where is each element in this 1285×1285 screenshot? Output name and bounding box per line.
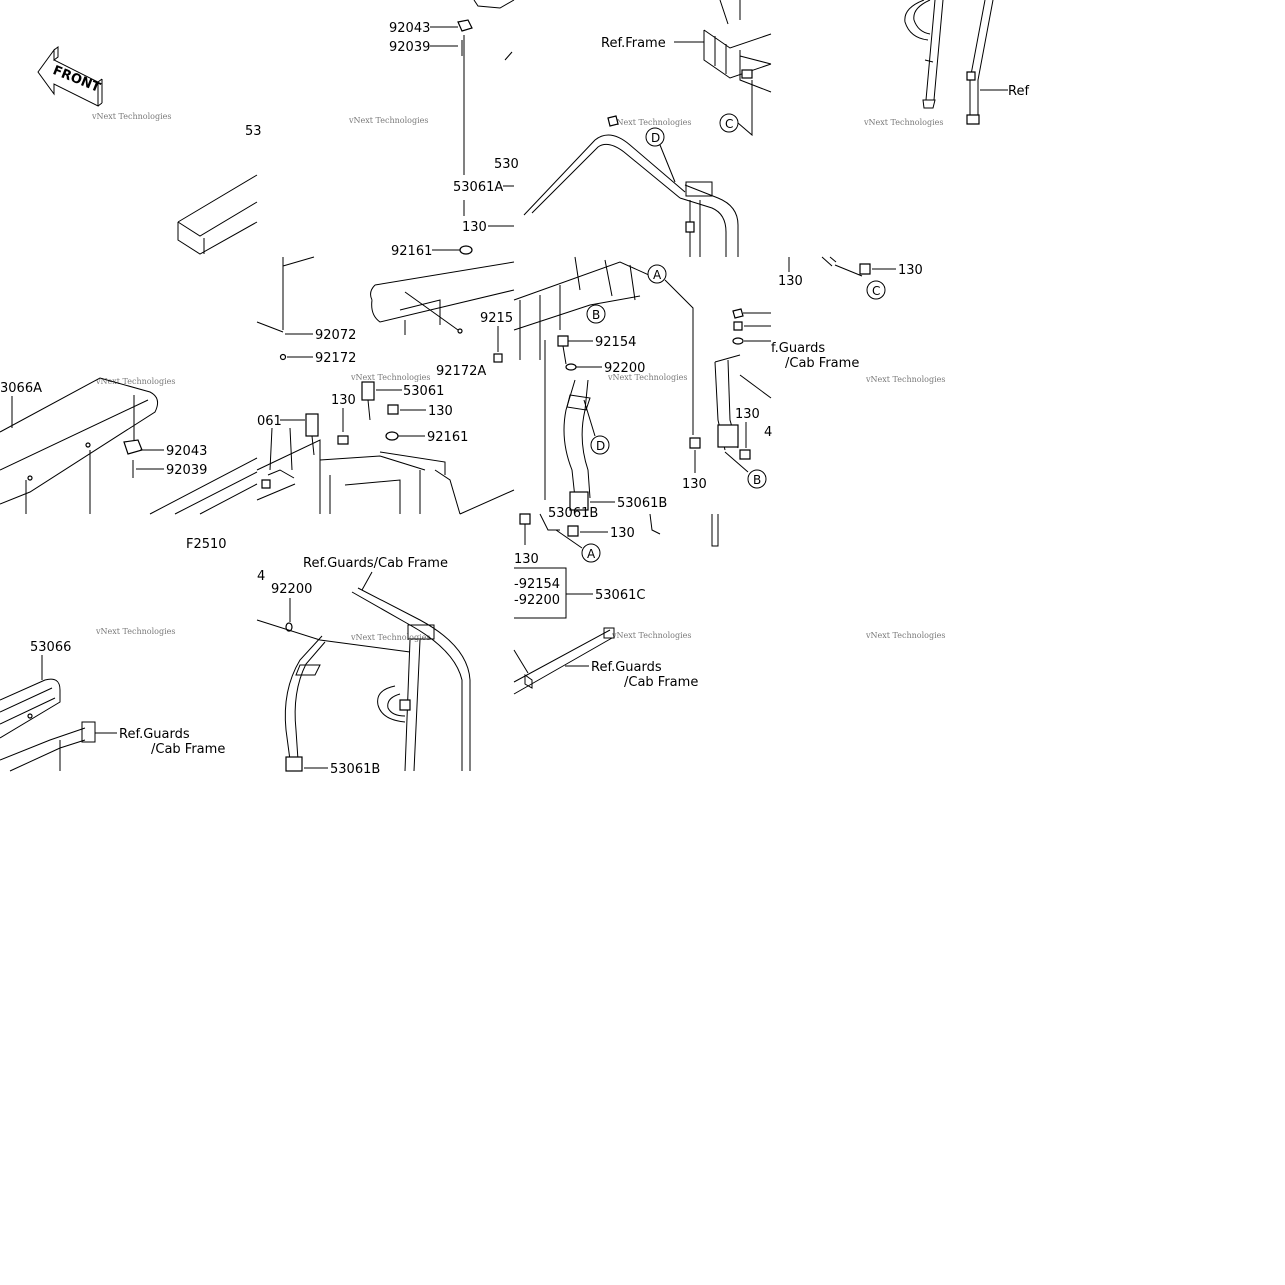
- part-label: 130: [331, 393, 356, 408]
- part-label: 53061B: [548, 506, 598, 521]
- callout-a: [647, 264, 667, 284]
- part-label: 92200: [604, 361, 645, 376]
- tile-front-belt-mount: 92072 92172 92161 92172A 9215 061 130 53…: [256, 244, 515, 515]
- callout-label: D: [596, 439, 605, 453]
- part-label: 53061C: [595, 588, 645, 603]
- tile-seat-rear: 3066A 92043 92039: [0, 377, 258, 515]
- tile-belt-kit: 53061B 130 130 A -92154 -92200 53061C Re…: [513, 506, 719, 695]
- part-label: 130: [514, 552, 539, 567]
- part-label: 130: [898, 263, 923, 278]
- callout-d: [590, 435, 610, 455]
- tile-rear-guard: Ref: [904, 0, 1029, 125]
- part-label: 92172: [315, 351, 356, 366]
- callout-b: [747, 469, 767, 489]
- part-label: 53: [245, 124, 262, 139]
- part-label: 130: [735, 407, 760, 422]
- front-label: FRONT: [51, 63, 103, 96]
- part-label: 92172A: [436, 364, 486, 379]
- watermark: vNext Technologies: [95, 377, 175, 386]
- part-label: 53066: [30, 640, 71, 655]
- part-label: 53061A: [453, 180, 503, 195]
- part-label: 53061B: [617, 496, 667, 511]
- figure-code: F2510: [186, 537, 227, 552]
- ref-label: /Cab Frame: [151, 742, 225, 757]
- ref-label: f.Guards: [771, 341, 825, 356]
- callout-d: [645, 127, 665, 147]
- ref-label: Ref: [1008, 84, 1029, 99]
- watermark: vNext Technologies: [350, 633, 430, 642]
- ref-label: /Cab Frame: [624, 675, 698, 690]
- part-label: 4: [764, 425, 772, 440]
- tile-rear-frame: Ref.Frame C D: [523, 0, 772, 257]
- watermark: vNext Technologies: [607, 373, 687, 382]
- watermark: vNext Technologies: [863, 118, 943, 127]
- watermark: vNext Technologies: [865, 631, 945, 640]
- callout-label: D: [651, 131, 660, 145]
- tile-lower-seat: F2510 53066 Ref.Guards /Cab Frame: [0, 537, 227, 772]
- tile-front-guard: 4 Ref.Guards/Cab Frame 92200 53061B: [256, 556, 471, 777]
- watermark: vNext Technologies: [611, 631, 691, 640]
- ref-label: Ref.Guards/Cab Frame: [303, 556, 448, 571]
- callout-c: [866, 280, 886, 300]
- part-label: 9215: [480, 311, 513, 326]
- part-label: 92161: [427, 430, 468, 445]
- part-label: 130: [682, 477, 707, 492]
- part-label: 92154: [595, 335, 636, 350]
- part-label: -92200: [514, 593, 560, 608]
- front-arrow-icon: FRONT: [37, 46, 103, 107]
- watermark: vNext Technologies: [350, 373, 430, 382]
- part-label: 92039: [389, 40, 430, 55]
- part-label: 53061: [403, 384, 444, 399]
- callout-label: B: [592, 308, 600, 322]
- callout-label: A: [653, 268, 662, 282]
- tile-center-belt: A B 92154 92200 D 53061B 130 130: [513, 256, 772, 511]
- part-label: 92161: [391, 244, 432, 259]
- part-label: -92154: [514, 577, 560, 592]
- ref-label: Ref.Guards: [119, 727, 190, 742]
- part-label: 92043: [166, 444, 207, 459]
- callout-label: C: [872, 284, 880, 298]
- ref-label: Ref.Frame: [601, 36, 666, 51]
- callout-label: B: [753, 473, 761, 487]
- watermark: vNext Technologies: [611, 118, 691, 127]
- watermark: vNext Technologies: [865, 375, 945, 384]
- watermark: vNext Technologies: [91, 112, 171, 121]
- part-label: 130: [610, 526, 635, 541]
- part-label: 530: [494, 157, 519, 172]
- callout-label: C: [725, 117, 733, 131]
- callout-b: [586, 304, 606, 324]
- part-label: 92072: [315, 328, 356, 343]
- part-label: 92043: [389, 21, 430, 36]
- part-label: 92039: [166, 463, 207, 478]
- callout-label: A: [587, 547, 596, 561]
- part-label: 130: [428, 404, 453, 419]
- part-label: 53061B: [330, 762, 380, 777]
- part-label: 130: [462, 220, 487, 235]
- callout-a: [581, 543, 601, 563]
- tile-upper-mount: 92043 92039 530 53061A 130: [389, 0, 519, 235]
- ref-label: Ref.Guards: [591, 660, 662, 675]
- part-label: 3066A: [0, 381, 42, 396]
- ref-label: /Cab Frame: [785, 356, 859, 371]
- tile-seat-front: 53: [177, 124, 262, 255]
- tile-side-ref: 130 130 C f.Guards /Cab Frame: [771, 256, 923, 371]
- part-label: 4: [257, 569, 265, 584]
- watermark-group: vNext Technologies vNext Technologies vN…: [91, 112, 945, 642]
- part-label: 061: [257, 414, 282, 429]
- part-label: 130: [778, 274, 803, 289]
- watermark: vNext Technologies: [95, 627, 175, 636]
- watermark: vNext Technologies: [348, 116, 428, 125]
- part-label: 92200: [271, 582, 312, 597]
